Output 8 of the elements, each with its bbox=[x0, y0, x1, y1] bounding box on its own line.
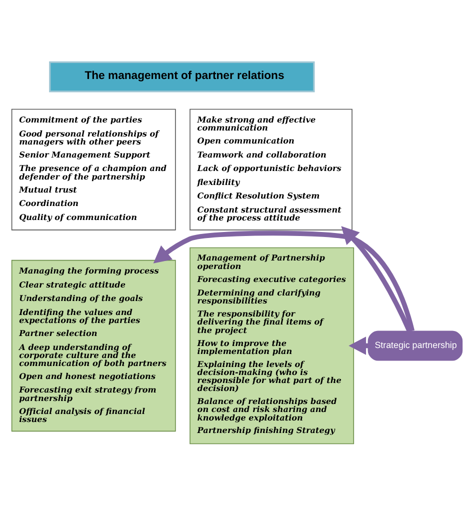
arrow bbox=[153, 230, 415, 331]
node-box: Managing the forming process Clear strategic attitude Understanding of the goals Identifing the values and expectations of the parties Partner selection A deep understanding of corporate culture and the communication of both partners Open and honest negotiations Forecasting exit strategy from partnership Official analysis of financial issues bbox=[11, 259, 176, 432]
node-box: The management of partner relations bbox=[49, 60, 315, 92]
arrow bbox=[341, 226, 412, 332]
node-box: Commitment of the parties Good personal relationships of managers with other peers Senior Management Support The presence of a champion and defender of the partnership Mutual trust Coordination Quality of communication bbox=[11, 108, 176, 230]
node-box: Strategic partnership bbox=[368, 330, 463, 360]
node-box: Make strong and effective communication Open communication Teamwork and collaboration Lack of opportunistic behaviors flexibility Conflict Resolution System Constant structural assessment of the process attitude bbox=[190, 108, 352, 230]
node-box: Management of Partnership operation Forecasting executive categories Determining and clarifying responsibilities The responsibility for delivering the final items of the project How to improve the implementation plan Explaining the levels of decision-making (who is responsible for what part of the decision) Balance of relationships based on cost and risk sharing and knowledge exploitation Partnership finishing Strategy bbox=[190, 246, 354, 444]
